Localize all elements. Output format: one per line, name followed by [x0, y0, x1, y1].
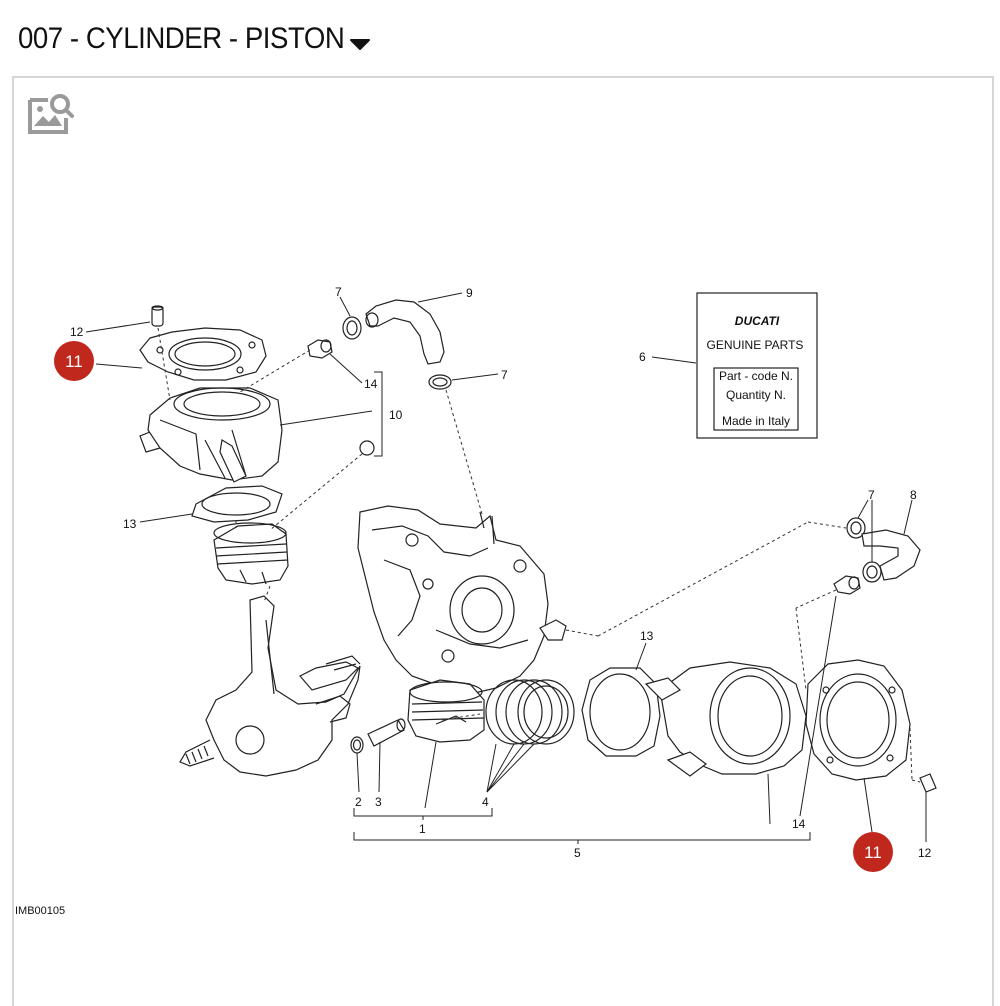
- dowel-pin-top-left: [151, 305, 164, 327]
- callout-7: 7: [335, 285, 342, 299]
- o-ring-1-circle: [359, 440, 375, 456]
- ducati-logo-text: DUCATI: [735, 314, 780, 328]
- callout-2: 2: [355, 795, 362, 809]
- badge-11-top-left[interactable]: 11: [54, 341, 94, 381]
- callout-4: 4: [482, 795, 489, 809]
- callout-12: 12: [918, 846, 932, 860]
- leader-lines: [85, 292, 927, 844]
- dowel-pin-bottom-right[interactable]: [919, 773, 937, 793]
- callout-13: 13: [123, 517, 137, 531]
- piston-top-left[interactable]: [213, 522, 289, 585]
- callout-12: 12: [70, 325, 84, 339]
- piston-pin-3[interactable]: [367, 718, 406, 747]
- hose-clamp-7-top[interactable]: [342, 316, 362, 340]
- callout-1: 1: [419, 822, 426, 836]
- piston-assembly-1[interactable]: [407, 679, 485, 743]
- cylinder-barrel-bottom[interactable]: [644, 661, 807, 777]
- hose-clamp-7-middle[interactable]: [428, 374, 452, 390]
- diagram-reference-code: IMB00105: [15, 905, 66, 917]
- diagram-panel: [12, 76, 994, 1006]
- part-code-text: Part - code N.: [719, 369, 793, 383]
- coolant-hose-8[interactable]: [861, 529, 921, 581]
- head-gasket-top-left[interactable]: [139, 327, 267, 381]
- callout-7: 7: [868, 488, 875, 502]
- piston-rings-4[interactable]: [485, 679, 575, 745]
- assembly-dashed-lines: [157, 327, 921, 783]
- crankshaft[interactable]: [179, 595, 361, 777]
- image-search-icon[interactable]: [26, 90, 74, 136]
- callout-labels: 12 7 9 14 10 7 13 6 7 8 13 2 3 4 1 5 14 …: [70, 285, 932, 860]
- callout-8: 8: [910, 488, 917, 502]
- callout-5: 5: [574, 846, 581, 860]
- page-title: 007 - CYLINDER - PISTON: [18, 22, 345, 55]
- hose-clamp-7-right-b[interactable]: [862, 561, 882, 583]
- chevron-down-icon[interactable]: [349, 38, 371, 52]
- callout-6: 6: [639, 350, 646, 364]
- nipple-fitting-14-top[interactable]: [307, 339, 333, 359]
- quantity-text: Quantity N.: [726, 388, 786, 402]
- badge-11-bottom-right[interactable]: 11: [853, 832, 893, 872]
- badge-label: 11: [864, 843, 882, 862]
- cylinder-barrel-top-left[interactable]: [139, 387, 283, 483]
- callout-14: 14: [792, 817, 806, 831]
- badge-label: 11: [65, 352, 83, 371]
- hose-clamp-7-right-a[interactable]: [846, 517, 866, 539]
- genuine-parts-label-card: DUCATI GENUINE PARTS Part - code N. Quan…: [696, 292, 818, 439]
- made-in-italy-text: Made in Italy: [722, 414, 790, 428]
- crankcase: [357, 505, 567, 695]
- callout-10: 10: [389, 408, 403, 422]
- circlip-2[interactable]: [350, 736, 364, 754]
- callout-3: 3: [375, 795, 382, 809]
- nipple-fitting-14-bottom[interactable]: [833, 575, 861, 595]
- callout-14: 14: [364, 377, 378, 391]
- page-header: 007 - CYLINDER - PISTON: [0, 0, 1000, 76]
- callout-7: 7: [501, 368, 508, 382]
- genuine-parts-text: GENUINE PARTS: [707, 338, 804, 352]
- coolant-hose-9[interactable]: [365, 299, 445, 365]
- head-gasket-bottom[interactable]: [805, 659, 911, 781]
- base-gasket-top-left[interactable]: [191, 485, 283, 523]
- base-gasket-13-bottom[interactable]: [581, 667, 661, 757]
- callout-13: 13: [640, 629, 654, 643]
- callout-9: 9: [466, 286, 473, 300]
